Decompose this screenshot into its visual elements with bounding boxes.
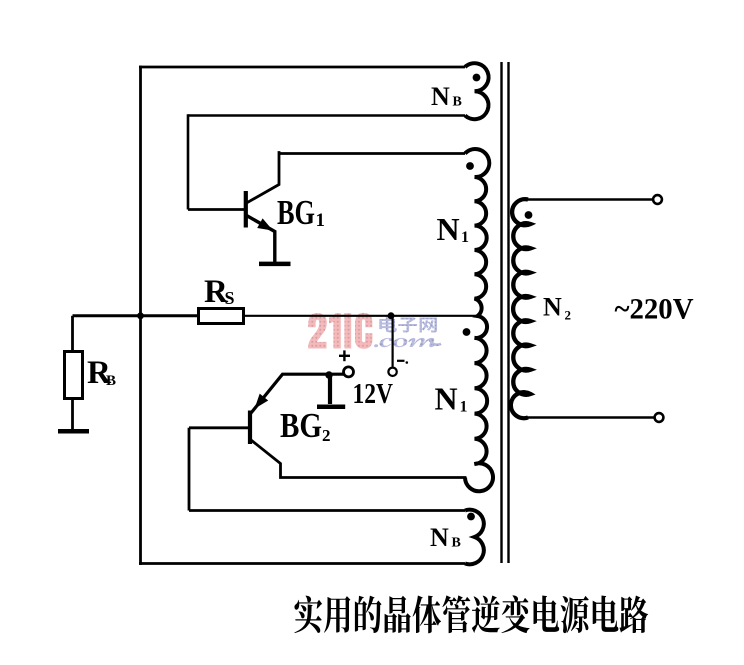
svg-text:N: N: [430, 523, 449, 552]
svg-text:B: B: [106, 373, 116, 389]
svg-text:1: 1: [316, 210, 326, 231]
svg-text:S: S: [225, 288, 235, 308]
svg-text:R: R: [87, 355, 112, 391]
svg-text:N: N: [431, 82, 450, 111]
svg-text:BG: BG: [277, 193, 315, 232]
svg-text:R: R: [204, 274, 229, 310]
svg-text:1: 1: [461, 229, 469, 246]
svg-text:B: B: [453, 95, 462, 110]
svg-text:B: B: [452, 536, 461, 551]
svg-text:1: 1: [460, 399, 468, 416]
svg-text:2: 2: [322, 426, 331, 445]
svg-text:12V: 12V: [353, 378, 394, 410]
svg-text:BG: BG: [280, 406, 322, 445]
svg-text:~220V: ~220V: [615, 293, 694, 326]
svg-text:N: N: [543, 293, 562, 322]
svg-text:2: 2: [565, 308, 572, 323]
svg-text:N: N: [437, 211, 460, 247]
svg-text:N: N: [435, 381, 458, 417]
